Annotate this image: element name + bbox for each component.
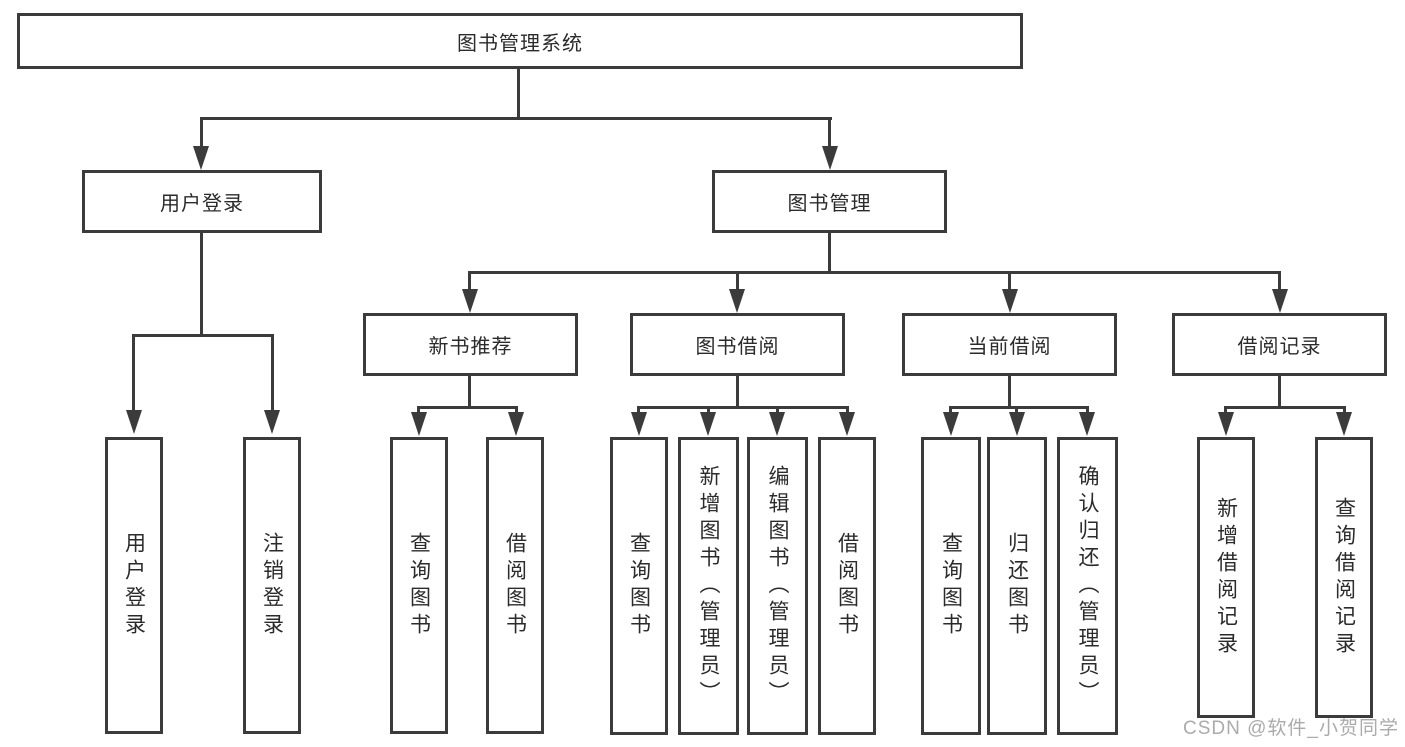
connector-to-new-book bbox=[468, 271, 471, 291]
connector-leaf-stub bbox=[1015, 406, 1018, 414]
connector-leaf-stub bbox=[1343, 406, 1346, 414]
node-label: 用户登录 bbox=[160, 193, 244, 215]
connector-new-book-branch bbox=[417, 406, 518, 409]
leaf-logout-login: 注销登录 bbox=[243, 437, 301, 734]
connector-book-borrow-branch bbox=[637, 406, 849, 409]
arrow-down-icon bbox=[943, 412, 959, 436]
leaf-label: 新增图书（管理员） bbox=[697, 464, 720, 708]
leaf-label: 用户登录 bbox=[122, 531, 146, 640]
leaf-query-books-current: 查询图书 bbox=[921, 437, 981, 735]
leaf-label: 注销登录 bbox=[260, 531, 284, 640]
node-label: 当前借阅 bbox=[967, 336, 1052, 358]
arrow-down-icon bbox=[1336, 412, 1352, 436]
leaf-label: 归还图书 bbox=[1005, 532, 1029, 640]
leaf-label: 查询借阅记录 bbox=[1332, 496, 1356, 659]
connector-to-borrow-records bbox=[1278, 271, 1281, 291]
connector-root-branch bbox=[200, 117, 832, 120]
arrow-down-icon bbox=[822, 146, 838, 170]
leaf-borrow-books: 借阅图书 bbox=[818, 437, 876, 735]
arrow-down-icon bbox=[1009, 412, 1025, 436]
node-label: 图书管理系统 bbox=[457, 32, 583, 55]
arrow-down-icon bbox=[1272, 289, 1288, 313]
leaf-add-books-admin: 新增图书（管理员） bbox=[678, 437, 739, 735]
node-label: 图书借阅 bbox=[695, 336, 780, 358]
arrow-down-icon bbox=[193, 146, 209, 170]
arrow-down-icon bbox=[462, 289, 478, 313]
arrow-down-icon bbox=[1218, 412, 1234, 436]
arrow-down-icon bbox=[1079, 412, 1095, 436]
connector-root-stem bbox=[517, 68, 520, 118]
leaf-edit-books-admin: 编辑图书（管理员） bbox=[747, 437, 808, 735]
leaf-label: 借阅图书 bbox=[835, 532, 859, 640]
connector-borrow-records-branch bbox=[1224, 406, 1346, 409]
arrow-down-icon bbox=[839, 412, 855, 436]
leaf-user-login: 用户登录 bbox=[105, 437, 163, 734]
connector-leaf-stub bbox=[515, 406, 518, 414]
node-book-borrowing: 图书借阅 bbox=[630, 313, 845, 376]
arrow-down-icon bbox=[631, 412, 647, 436]
node-borrowing-records: 借阅记录 bbox=[1172, 313, 1387, 376]
leaf-label: 编辑图书（管理员） bbox=[766, 464, 789, 708]
leaf-query-books-borrow: 查询图书 bbox=[610, 437, 668, 735]
connector-to-current-borrow bbox=[1008, 271, 1011, 291]
leaf-add-borrow-record: 新增借阅记录 bbox=[1197, 437, 1255, 718]
node-label: 借阅记录 bbox=[1237, 336, 1322, 358]
node-label: 新书推荐 bbox=[428, 336, 513, 358]
arrow-down-icon bbox=[729, 289, 745, 313]
arrow-down-icon bbox=[411, 412, 427, 436]
connector-to-leaf-user-login bbox=[132, 334, 135, 411]
leaf-label: 查询图书 bbox=[407, 531, 431, 640]
arrow-down-icon bbox=[126, 410, 142, 434]
connector-user-login-branch bbox=[133, 334, 274, 337]
connector-leaf-stub bbox=[1224, 406, 1227, 414]
node-label: 图书管理 bbox=[787, 193, 872, 215]
connector-book-borrow-stem bbox=[736, 376, 739, 409]
leaf-query-books-recommend: 查询图书 bbox=[390, 437, 448, 734]
csdn-watermark: CSDN @软件_小贺同学 bbox=[1183, 718, 1399, 739]
connector-borrow-records-stem bbox=[1278, 376, 1281, 409]
node-library-management-system: 图书管理系统 bbox=[17, 13, 1023, 69]
connector-user-login-stem bbox=[200, 233, 203, 336]
arrow-down-icon bbox=[508, 412, 524, 436]
arrow-down-icon bbox=[1002, 289, 1018, 313]
leaf-label: 确认归还（管理员） bbox=[1076, 464, 1099, 708]
leaf-label: 查询图书 bbox=[939, 532, 963, 640]
leaf-query-borrow-record: 查询借阅记录 bbox=[1315, 437, 1373, 718]
connector-leaf-stub bbox=[707, 406, 710, 414]
leaf-label: 借阅图书 bbox=[503, 531, 527, 640]
connector-to-leaf-logout bbox=[271, 334, 274, 411]
connector-leaf-stub bbox=[1086, 406, 1089, 414]
leaf-borrow-books-recommend: 借阅图书 bbox=[486, 437, 544, 734]
leaf-return-books: 归还图书 bbox=[987, 437, 1047, 735]
node-current-borrowing: 当前借阅 bbox=[902, 313, 1117, 376]
connector-leaf-stub bbox=[417, 406, 420, 414]
connector-leaf-stub bbox=[776, 406, 779, 414]
arrow-down-icon bbox=[700, 412, 716, 436]
connector-book-management-stem bbox=[828, 233, 831, 274]
node-book-management: 图书管理 bbox=[712, 170, 947, 233]
connector-leaf-stub bbox=[846, 406, 849, 414]
connector-to-book-borrow bbox=[736, 271, 739, 291]
connector-to-book-management bbox=[828, 117, 831, 148]
arrow-down-icon bbox=[264, 410, 280, 434]
connector-leaf-stub bbox=[949, 406, 952, 414]
connector-current-borrow-stem bbox=[1008, 376, 1011, 409]
leaf-confirm-return-admin: 确认归还（管理员） bbox=[1057, 437, 1118, 735]
connector-book-management-branch bbox=[468, 271, 1281, 274]
leaf-label: 查询图书 bbox=[627, 532, 651, 640]
connector-new-book-stem bbox=[468, 376, 471, 409]
node-user-login: 用户登录 bbox=[82, 170, 322, 233]
leaf-label: 新增借阅记录 bbox=[1214, 496, 1238, 659]
node-new-book-recommendation: 新书推荐 bbox=[363, 313, 578, 376]
connector-to-user-login bbox=[200, 117, 203, 148]
connector-current-borrow-branch bbox=[949, 406, 1089, 409]
arrow-down-icon bbox=[769, 412, 785, 436]
connector-leaf-stub bbox=[637, 406, 640, 414]
